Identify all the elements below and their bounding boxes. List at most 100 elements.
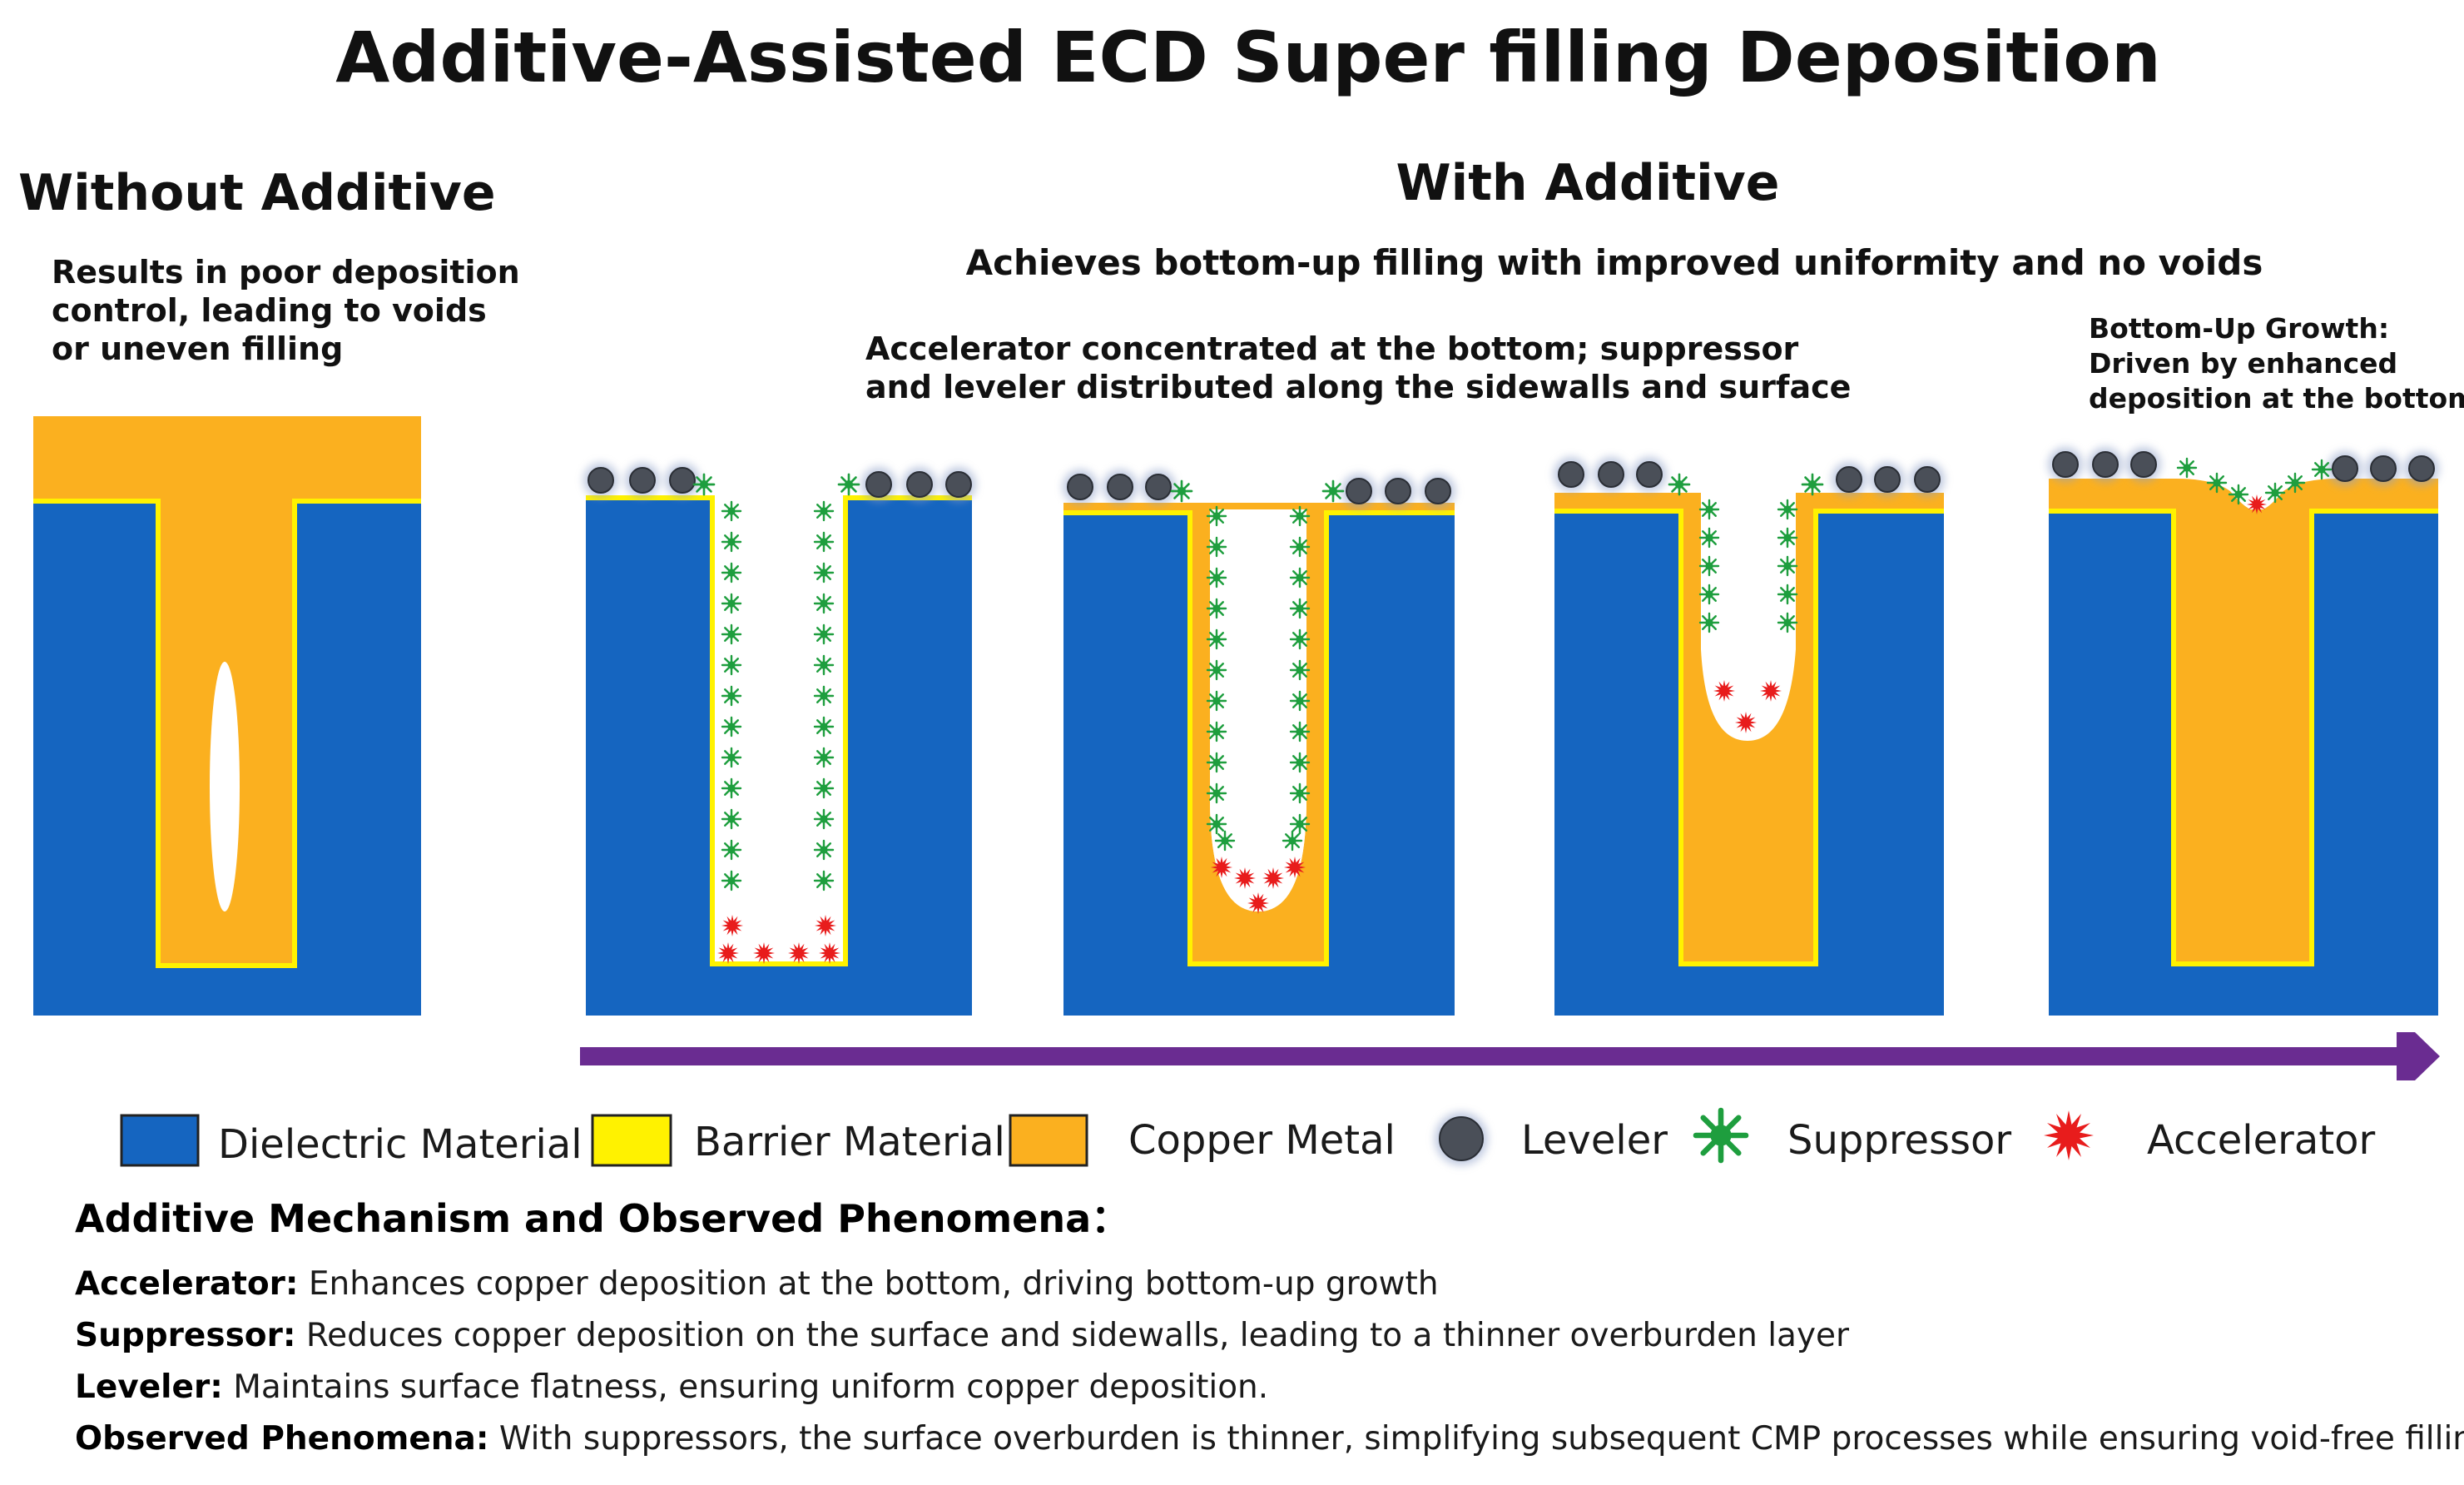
page-title: Additive-Assisted ECD Super filling Depo… <box>335 17 2161 98</box>
leveler-molecule <box>2126 447 2161 482</box>
dielectric-right <box>1817 511 1944 1016</box>
suppressor-molecule <box>813 531 835 553</box>
accelerator-molecule <box>1247 892 1269 914</box>
suppressor-molecule <box>1777 584 1798 605</box>
leveler-molecule <box>583 463 618 498</box>
suppressor-molecule <box>1668 473 1691 496</box>
dielectric-right <box>1328 513 1455 1016</box>
legend-label-copper: Copper Metal <box>1128 1117 1396 1164</box>
suppressor-molecule <box>2206 472 2228 494</box>
mechanism-term: Accelerator: <box>75 1265 299 1303</box>
dielectric-swatch <box>120 1114 200 1167</box>
legend-label-accelerator: Accelerator <box>2147 1117 2376 1164</box>
accelerator-molecule <box>815 915 836 936</box>
mechanism-term: Leveler: <box>75 1368 223 1406</box>
dielectric-bottom <box>158 966 295 1016</box>
suppressor-molecule <box>1289 659 1311 681</box>
dielectric-bottom <box>2174 964 2312 1016</box>
mechanism-item-accelerator: Accelerator: Enhances copper deposition … <box>75 1265 2438 1303</box>
suppressor-molecule <box>721 562 742 584</box>
leveler-molecule <box>902 467 937 502</box>
suppressor-molecule <box>1289 628 1311 650</box>
accelerator-molecule <box>1735 712 1757 733</box>
suppressors-layer <box>692 457 2333 891</box>
suppressor-molecule <box>1698 612 1720 633</box>
legend: Dielectric Material Barrier Material Cop… <box>120 1107 2376 1168</box>
barrier-liner <box>2049 509 2438 966</box>
suppressor-molecule <box>1777 527 1798 549</box>
leveler-molecule <box>1594 457 1629 492</box>
dielectric-bottom <box>1679 964 1817 1016</box>
accelerator-molecule <box>1234 867 1256 889</box>
leveler-molecule <box>2366 451 2401 486</box>
leveler-molecule <box>1554 457 1589 492</box>
leveler-molecule <box>2404 451 2439 486</box>
stage1-trench <box>586 495 972 1016</box>
suppressor-molecule <box>1289 813 1311 835</box>
dielectric-left <box>1554 511 1679 1016</box>
suppressor-molecule <box>1698 555 1720 577</box>
leveler-molecule <box>2048 447 2083 482</box>
suppressor-molecule <box>1801 473 1824 496</box>
stage4-note-3: deposition at the bottom <box>2089 382 2464 415</box>
leveler-molecule <box>1832 462 1867 497</box>
leveler-molecule <box>1632 457 1667 492</box>
leveler-molecule <box>1103 469 1138 504</box>
dielectric-bottom <box>711 964 847 1016</box>
suppressor-molecule <box>1289 690 1311 712</box>
suppressor-molecule <box>721 654 742 676</box>
suppressor-molecule <box>721 685 742 707</box>
without-additive-heading: Without Additive <box>18 164 496 222</box>
copper-overburden <box>2049 479 2438 513</box>
suppressor-molecule <box>1321 479 1345 503</box>
copper-fill <box>1191 514 1326 961</box>
leveler-molecule <box>2328 451 2362 486</box>
suppressor-molecule <box>721 777 742 799</box>
accelerator-molecule <box>1713 680 1735 702</box>
leveler-molecule <box>861 467 896 502</box>
suppressor-molecule <box>1282 830 1303 852</box>
suppressor-molecule <box>2284 472 2306 494</box>
leveler-molecule <box>1420 474 1455 509</box>
mechanism-text: Enhances copper deposition at the bottom… <box>298 1265 1439 1303</box>
suppressor-molecule <box>813 500 835 522</box>
suppressor-molecule <box>1206 598 1227 619</box>
suppressor-molecule <box>2264 482 2286 504</box>
suppressor-molecule <box>1777 555 1798 577</box>
leveler-molecule <box>665 463 700 498</box>
legend-label-barrier: Barrier Material <box>694 1119 1005 1165</box>
legend-label-dielectric: Dielectric Material <box>218 1121 583 1168</box>
suppressor-icon <box>1693 1107 1749 1164</box>
without-additive-desc-3: or uneven filling <box>52 330 343 367</box>
leveler-molecule <box>1063 469 1098 504</box>
without-additive-trench <box>33 416 421 1016</box>
leveler-molecule <box>1341 474 1376 509</box>
suppressor-molecule <box>813 808 835 830</box>
mechanism-term: Suppressor: <box>75 1317 296 1354</box>
leveler-molecule <box>1435 1112 1488 1165</box>
stage4-trench <box>2049 479 2438 1016</box>
copper-fill <box>2174 509 2312 964</box>
stage4-note-1: Bottom-Up Growth: <box>2089 312 2389 345</box>
leveler-molecule <box>1141 469 1176 504</box>
suppressor-molecule <box>1698 499 1720 520</box>
accelerators-layer <box>717 494 2267 964</box>
suppressor-molecule <box>721 808 742 830</box>
suppressor-molecule <box>813 593 835 614</box>
void <box>210 662 240 911</box>
stage1-note-2: and leveler distributed along the sidewa… <box>865 369 1851 405</box>
suppressor-molecule <box>1206 782 1227 804</box>
barrier-liner <box>33 499 421 968</box>
stage3-trench <box>1554 493 1944 1016</box>
accelerator-molecule <box>1284 857 1306 878</box>
accelerator-molecule <box>788 942 810 964</box>
stage1-note-1: Accelerator concentrated at the bottom; … <box>865 330 1799 367</box>
dielectric-left <box>33 499 158 1016</box>
process-arrow <box>580 1032 2440 1080</box>
dielectric-right <box>847 498 972 1016</box>
suppressor-molecule <box>813 839 835 861</box>
suppressor-molecule <box>1289 752 1311 773</box>
suppressor-molecule <box>1206 536 1227 558</box>
suppressor-molecule <box>721 870 742 891</box>
suppressor-molecule <box>813 870 835 891</box>
